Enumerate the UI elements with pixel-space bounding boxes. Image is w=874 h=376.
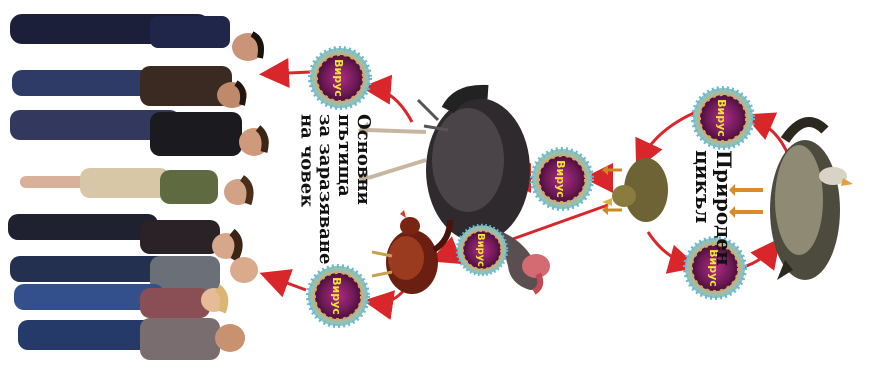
natural-cycle-label: Природен цикъл bbox=[682, 150, 734, 260]
virus-icon-top-right: Вирус bbox=[693, 88, 753, 148]
arrow-chicken-to-virus-bottom bbox=[372, 290, 404, 303]
arrow-virus-to-chicken bbox=[438, 250, 458, 258]
person-3 bbox=[10, 110, 269, 156]
virus-icon-humans-top: Вирус bbox=[310, 48, 370, 108]
virus-icon-chicken: Вирус bbox=[457, 225, 506, 274]
main-paths-line-3: на човек bbox=[296, 114, 317, 207]
person-7 bbox=[14, 284, 227, 318]
virus-icon-middle: Вирус bbox=[532, 149, 592, 209]
arrow-virus-to-goose bbox=[740, 245, 775, 268]
people-group-icon bbox=[8, 14, 269, 360]
chicken-icon bbox=[372, 210, 450, 294]
main-paths-line-1: Основни пътища bbox=[334, 114, 374, 205]
virus-label: Вирус bbox=[554, 160, 567, 198]
arrow-duck-to-chicken-virus bbox=[510, 205, 608, 240]
main-paths-line-2: за заразяване bbox=[315, 114, 336, 264]
arrow-turkey-to-virus-top bbox=[370, 88, 412, 122]
goose-icon bbox=[729, 122, 853, 280]
arrow-virus-to-humans-top bbox=[268, 72, 310, 74]
person-4 bbox=[20, 168, 252, 205]
person-2 bbox=[12, 66, 247, 108]
virus-label: Вирус bbox=[715, 99, 728, 137]
person-1 bbox=[10, 14, 264, 61]
main-paths-label: Основни пътища за заразяване на човек bbox=[282, 114, 372, 284]
person-5 bbox=[8, 214, 240, 260]
virus-label: Вирус bbox=[475, 233, 486, 267]
virus-label: Вирус bbox=[332, 59, 345, 97]
duck-icon bbox=[602, 158, 668, 222]
person-8 bbox=[18, 318, 245, 360]
